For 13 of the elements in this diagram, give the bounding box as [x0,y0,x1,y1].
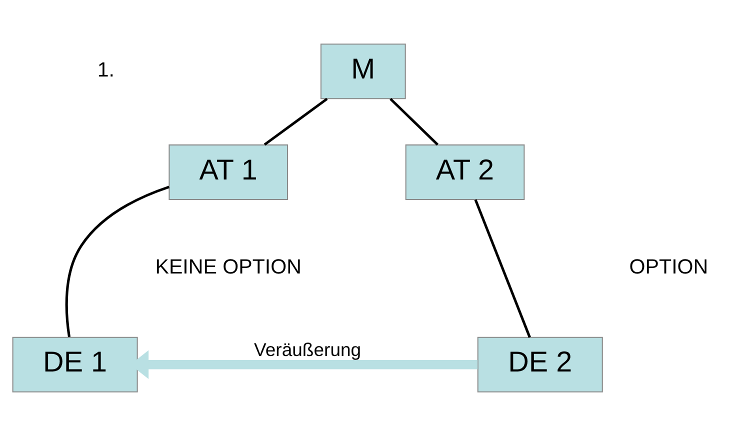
label: 1. [97,58,115,82]
connector [390,98,439,146]
node-box: M [320,44,406,100]
edge-label: Veräußerung [254,338,362,360]
node-box: AT 2 [405,144,525,200]
connector [474,199,531,338]
node-box: DE 2 [477,336,603,392]
label: KEINE OPTION [155,256,302,279]
node-box: AT 1 [168,144,288,200]
label: OPTION [629,256,708,279]
connector [264,98,328,146]
connector [65,186,170,338]
node-box: DE 1 [12,336,138,392]
